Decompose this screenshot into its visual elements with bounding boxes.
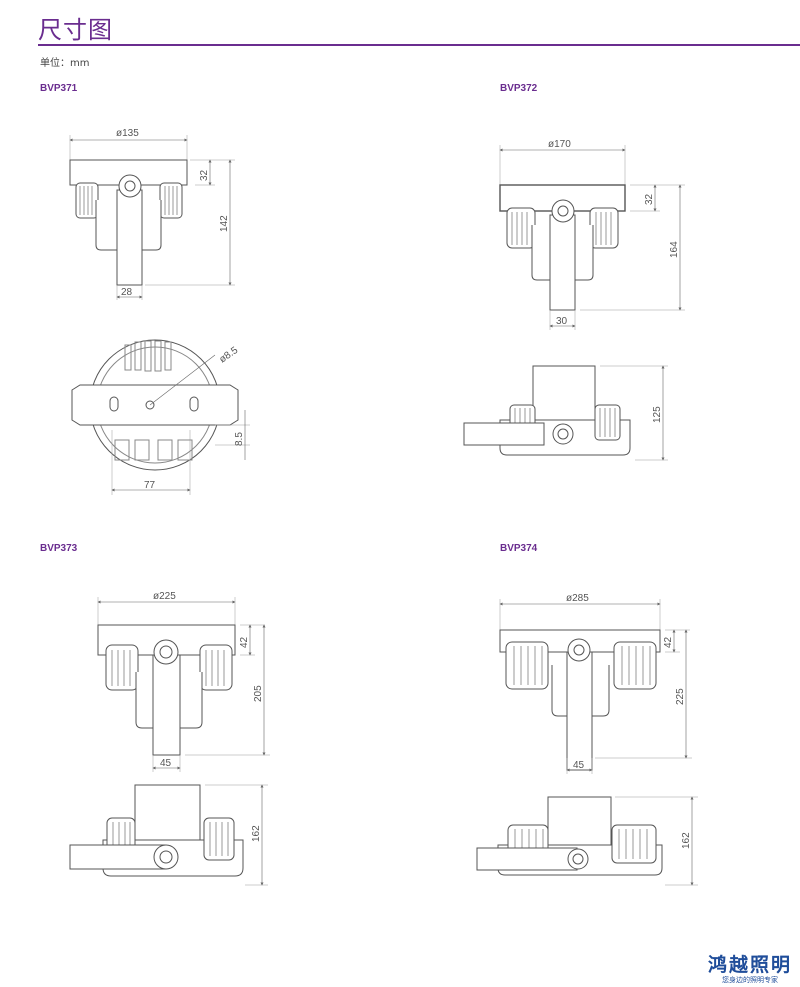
bvp374-top-height-label: 42	[663, 636, 674, 648]
bvp372-diameter-label: ø170	[548, 139, 571, 150]
model-label-bvp371: BVP371	[40, 83, 78, 94]
bvp374-height-label: 225	[675, 688, 686, 705]
page-title: 尺寸图	[38, 16, 113, 44]
bvp373-side-height-label: 162	[251, 825, 262, 842]
bvp373-side-view	[69, 784, 268, 886]
bvp371-top-height-label: 32	[199, 169, 210, 181]
bvp373-height-label: 205	[253, 685, 264, 702]
bvp373-diameter-label: ø225	[153, 591, 176, 602]
bvp371-stem-width-label: 28	[121, 287, 133, 298]
bvp372-front-view	[499, 145, 685, 330]
bvp374-diameter-label: ø285	[566, 593, 589, 604]
bvp372-top-height-label: 32	[644, 193, 655, 205]
bvp371-front-view	[69, 135, 235, 300]
bvp371-spacing-label: 77	[144, 480, 156, 491]
brand-name: 鸿越照明	[707, 954, 792, 976]
bvp371-diameter-label: ø135	[116, 128, 139, 139]
bvp371-offset-label: 8.5	[234, 432, 245, 446]
bvp372-side-height-label: 125	[652, 406, 663, 423]
brand-slogan: 您身边的照明专家	[721, 976, 778, 984]
bvp373-stem-width-label: 45	[160, 758, 172, 769]
bvp372-height-label: 164	[669, 241, 680, 258]
bvp371-bottom-view	[71, 339, 250, 495]
model-label-bvp374: BVP374	[500, 543, 538, 554]
brand-logo: 鸿越照明 您身边的照明专家	[708, 955, 792, 985]
bvp371-hole-label: ø8.5	[217, 345, 240, 366]
bvp373-front-view	[97, 597, 270, 772]
unit-note: 单位：mm	[40, 58, 90, 69]
bvp374-stem-width-label: 45	[573, 760, 585, 771]
bvp374-front-view	[499, 599, 692, 774]
bvp374-side-height-label: 162	[681, 832, 692, 849]
model-label-bvp372: BVP372	[500, 83, 538, 94]
model-label-bvp373: BVP373	[40, 543, 78, 554]
title-divider	[38, 44, 800, 46]
bvp374-side-view	[476, 796, 698, 886]
bvp372-side-view	[463, 365, 668, 461]
bvp371-height-label: 142	[219, 215, 230, 232]
bvp372-stem-width-label: 30	[556, 316, 568, 327]
bvp373-top-height-label: 42	[239, 636, 250, 648]
